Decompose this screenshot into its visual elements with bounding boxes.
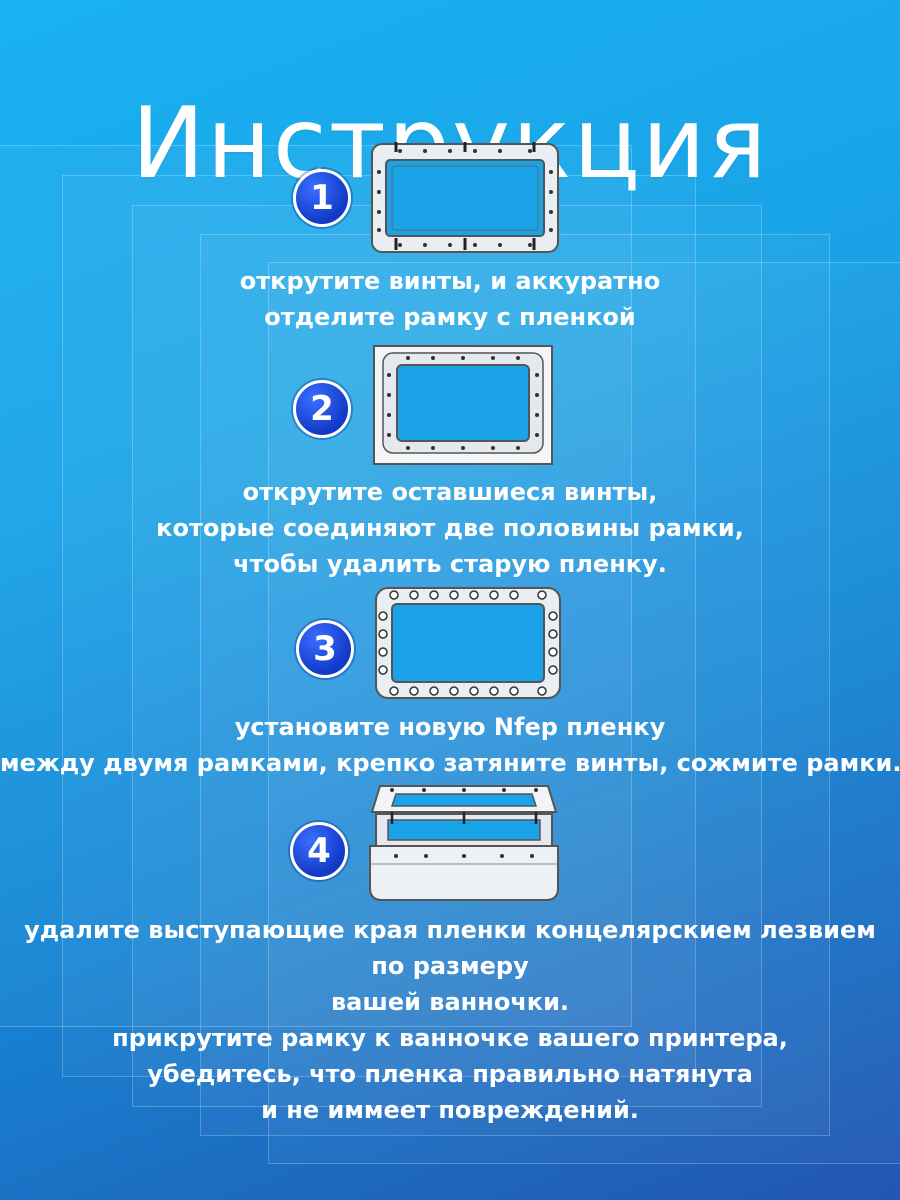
vat-assembly-icon (369, 785, 559, 901)
step-4-line: убедитесь, что пленка правильно натянута (147, 1060, 753, 1088)
step-1-line: отделите рамку с пленкой (264, 303, 636, 331)
step-2-line: которые соединяют две половины рамки, (156, 514, 744, 542)
step-2-line: чтобы удалить старую пленку. (233, 550, 667, 578)
step-3-caption: установите новую Nfep пленку между двумя… (0, 709, 900, 781)
step-1-badge: 1 (293, 169, 351, 227)
step-4-caption: удалите выступающие края пленки концеляр… (0, 912, 900, 1128)
frame-with-film-icon (371, 142, 559, 253)
step-4-line: и не иммеет повреждений. (261, 1096, 639, 1124)
background-sheet (0, 145, 632, 1027)
background-sheet (268, 262, 900, 1164)
step-4-line: по размеру (371, 952, 529, 980)
step-2-badge: 2 (293, 380, 351, 438)
step-4-line: прикрутите рамку к ванночке вашего принт… (112, 1024, 788, 1052)
step-1-line: открутите винты, и аккуратно (239, 267, 661, 295)
step-4-line: вашей ванночки. (330, 988, 570, 1016)
step-1-caption: открутите винты, и аккуратно отделите ра… (0, 263, 900, 335)
step-3-badge: 3 (296, 620, 354, 678)
frame-screws-icon (375, 587, 561, 699)
step-4-badge: 4 (290, 822, 348, 880)
step-3-line: между двумя рамками, крепко затяните вин… (0, 749, 900, 777)
frame-halves-icon (373, 345, 553, 465)
step-3-line: установите новую Nfep пленку (234, 713, 666, 741)
step-4-line: удалите выступающие края пленки концеляр… (24, 916, 876, 944)
step-2-caption: открутите оставшиеся винты, которые соед… (0, 474, 900, 582)
step-2-line: открутите оставшиеся винты, (242, 478, 658, 506)
